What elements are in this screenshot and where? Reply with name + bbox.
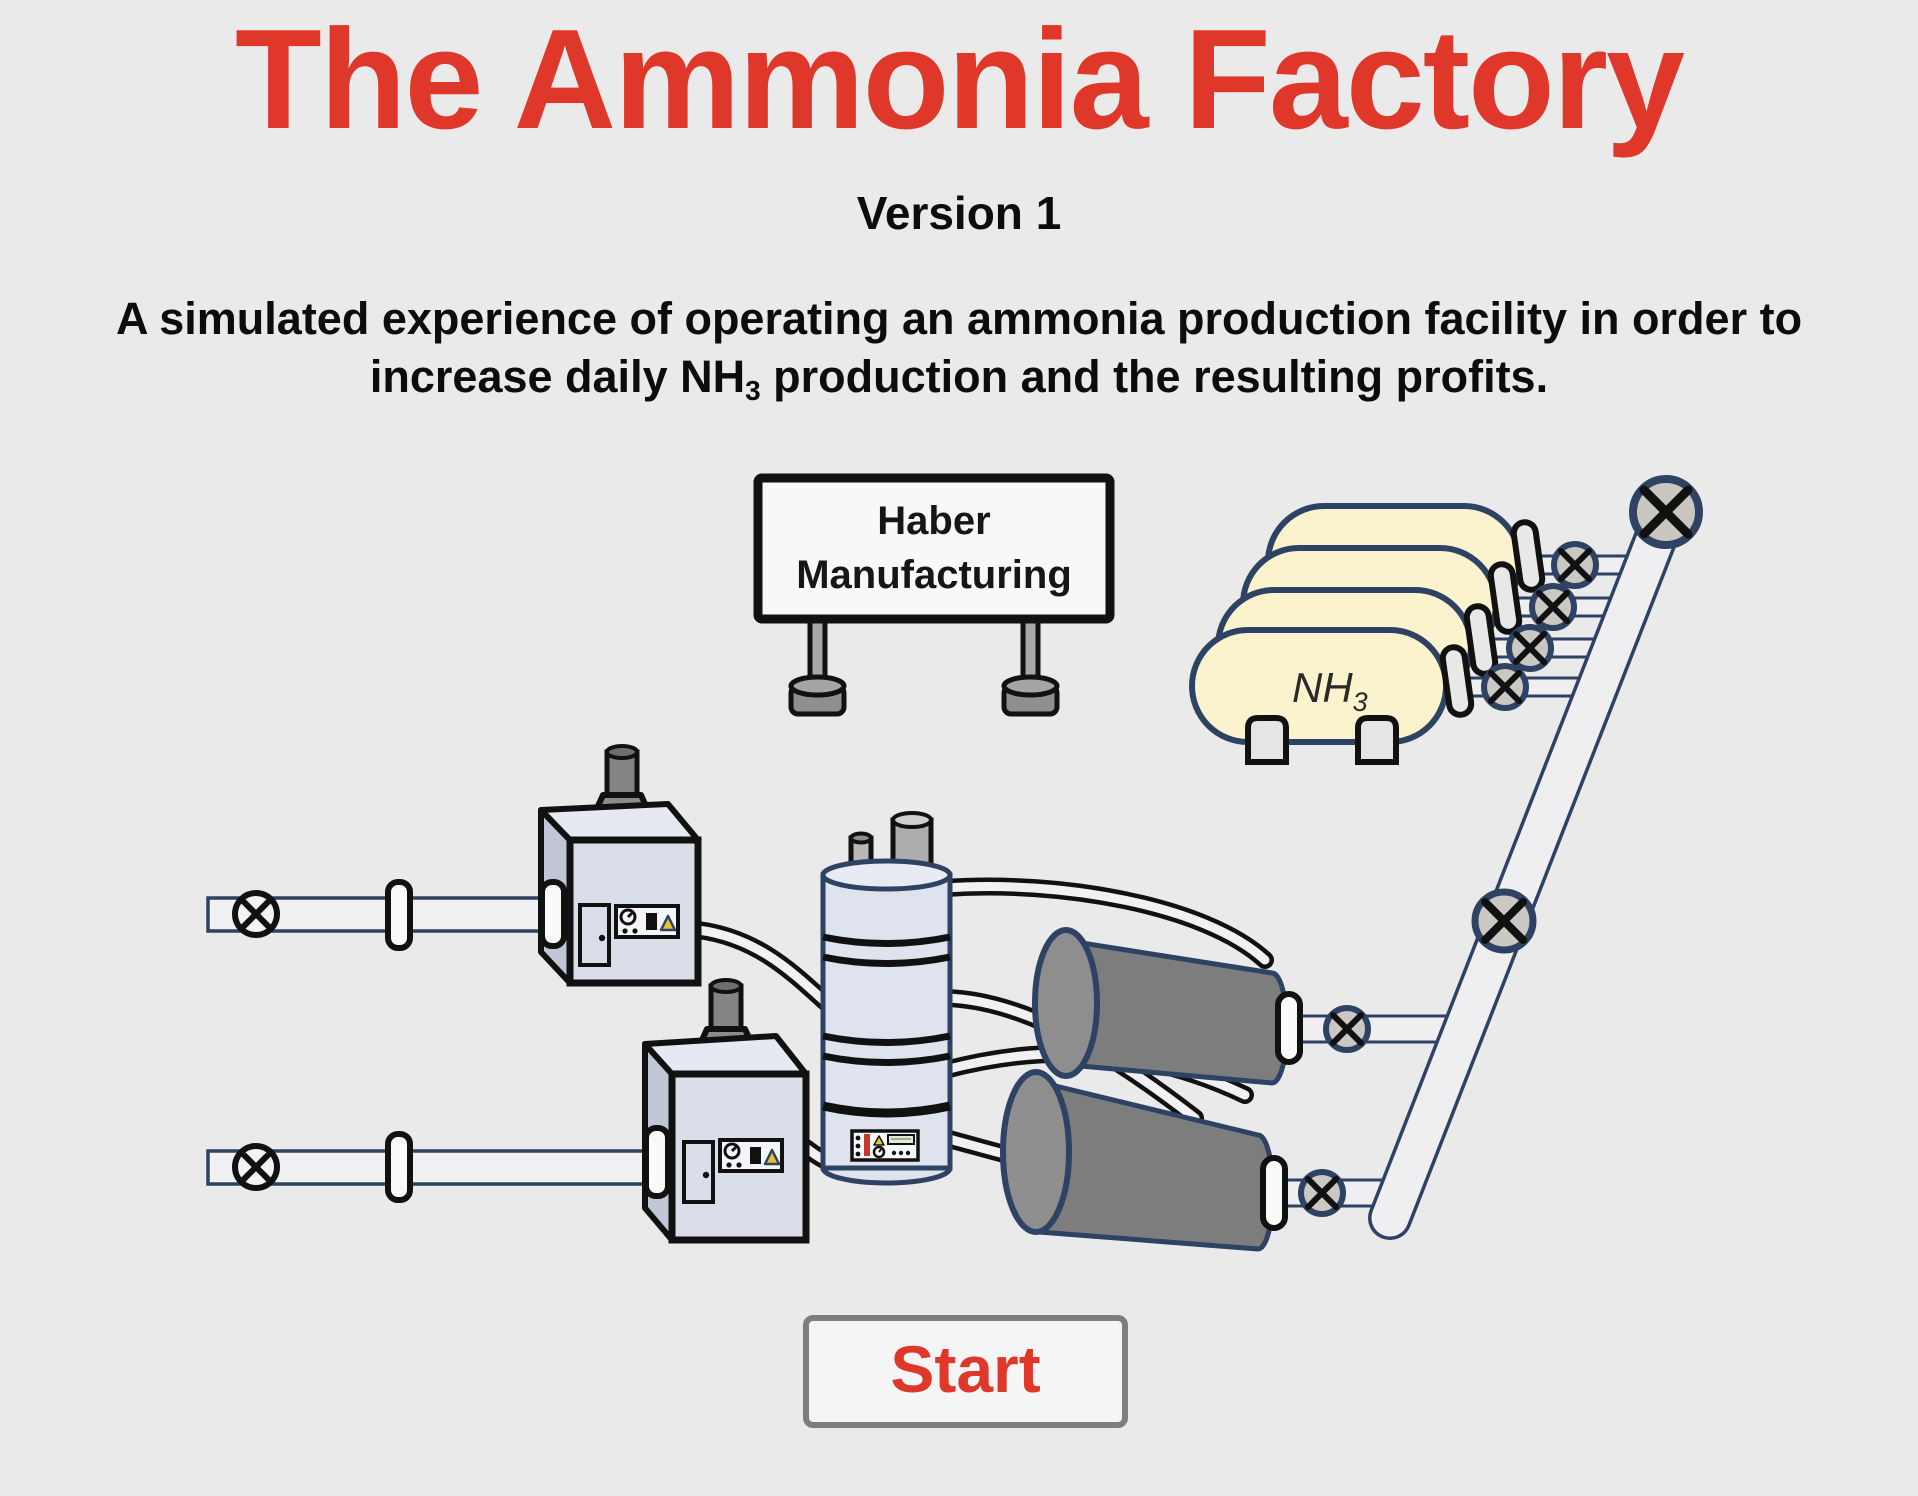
compressor-top	[538, 744, 702, 987]
main-valve-icon	[1629, 475, 1703, 549]
reactor-panel	[850, 1129, 920, 1162]
tank-label: NH3	[1292, 664, 1368, 717]
compressor-door	[682, 1140, 715, 1204]
pipe-flange	[385, 879, 413, 951]
start-button[interactable]: Start	[803, 1315, 1128, 1428]
tank-valve-icon	[1529, 583, 1577, 631]
condenser-disc	[1000, 1069, 1072, 1235]
outlet-valve-icon	[1323, 1005, 1371, 1053]
tank-valve-icon	[1506, 624, 1554, 672]
connector-pipe	[936, 877, 1274, 969]
tank-collar	[1487, 561, 1523, 635]
description-line1: A simulated experience of operating an a…	[115, 293, 1803, 344]
main-pipe-mid-valve-icon	[1471, 888, 1537, 954]
sign-board	[753, 473, 1115, 624]
condenser-disc	[1032, 927, 1100, 1079]
tank-valve-icon	[1481, 663, 1529, 711]
inlet-valve-icon	[232, 1143, 280, 1191]
sign-text-line1: Haber	[877, 499, 990, 543]
tank-collar	[1439, 644, 1475, 718]
reactor-bands	[822, 933, 951, 1118]
inlet-valve-icon	[232, 890, 280, 938]
tank-foot	[1245, 715, 1289, 765]
compressor-inlet-collar	[539, 879, 567, 949]
compressor-inlet-collar	[643, 1125, 671, 1199]
inlet-pipe-bottom	[206, 1131, 658, 1203]
tank-collar	[1510, 519, 1546, 593]
condenser-bottom	[1000, 1069, 1346, 1252]
condenser-top	[1032, 927, 1371, 1086]
sign-text-line2: Manufacturing	[796, 553, 1072, 597]
reactor	[820, 811, 953, 1186]
tank-valve-icon	[1551, 541, 1599, 589]
condenser-collar	[1260, 1155, 1288, 1231]
compressor-panel	[718, 1138, 784, 1173]
pipe-flange	[385, 1131, 413, 1203]
outlet-valve-icon	[1298, 1169, 1346, 1217]
page-title: The Ammonia Factory	[234, 0, 1685, 159]
haber-sign: Haber Manufacturing	[753, 473, 1115, 717]
compressor-door	[578, 903, 611, 967]
sign-post-base	[788, 674, 847, 717]
version-label: Version 1	[856, 187, 1062, 239]
description-line2: increase daily NH3 production and the re…	[369, 351, 1549, 406]
nh3-tank-group: NH3	[1189, 503, 1599, 765]
main-outlet-pipe	[1368, 490, 1688, 1240]
connector-pipe	[689, 921, 841, 1017]
description: A simulated experience of operating an a…	[0, 290, 1918, 406]
inlet-pipe-top	[206, 879, 558, 951]
sign-post-base	[1001, 674, 1060, 717]
condenser-collar	[1275, 991, 1303, 1065]
compressor-panel	[614, 904, 680, 939]
compressor-bottom	[642, 978, 810, 1244]
tank-foot	[1355, 715, 1399, 765]
